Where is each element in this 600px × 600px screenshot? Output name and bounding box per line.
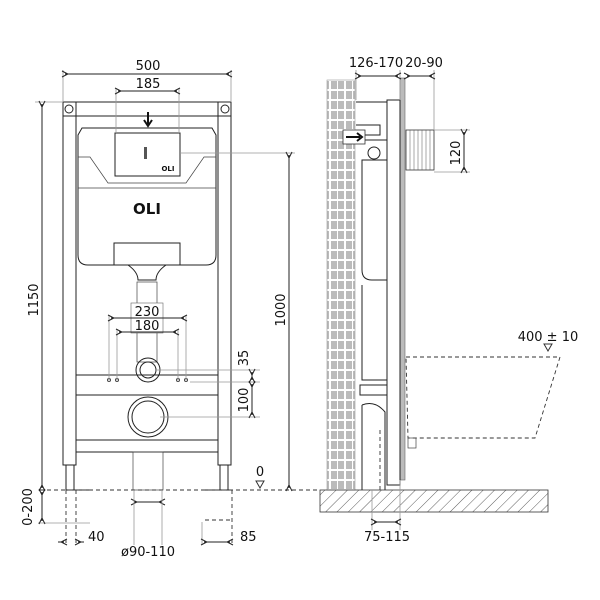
wall <box>326 79 356 491</box>
front-dimensions: 500 185 1150 1000 230 180 35 100 0 0-200… <box>21 59 295 560</box>
right-leg <box>219 464 229 491</box>
inspection-opening <box>405 129 435 171</box>
left-post <box>62 101 77 466</box>
right-post <box>217 101 232 466</box>
cistern <box>77 127 217 266</box>
dim-frame-depth: 126-170 <box>349 56 403 71</box>
svg-text:OLI: OLI <box>161 165 174 173</box>
dim-inlet-offset: 35 <box>237 350 252 367</box>
dim-flush-plate-width: 185 <box>136 77 161 92</box>
dim-foot-depth: 85 <box>240 530 257 545</box>
dim-width: 500 <box>136 59 161 74</box>
dim-inspection-height: 120 <box>449 141 464 166</box>
dim-outlet-depth: 75-115 <box>364 530 410 545</box>
dim-outlet-offset: 100 <box>237 388 252 413</box>
mount-hole-left <box>64 104 74 114</box>
dim-bowl-height: 400 ± 10 <box>518 330 579 345</box>
dim-fixing-inner: 180 <box>135 319 160 334</box>
brand-logo: OLI <box>133 200 161 218</box>
level-marker-icon <box>543 343 553 353</box>
dim-foot-width: 40 <box>88 530 105 545</box>
dim-wall-finish: 20-90 <box>405 56 443 71</box>
mount-hole-right <box>220 104 230 114</box>
dim-total-height: 1150 <box>27 283 42 316</box>
dim-outlet-diameter: ø90-110 <box>121 545 175 560</box>
wall-finish <box>399 77 406 481</box>
left-leg <box>65 464 75 491</box>
dim-flush-height: 1000 <box>274 293 289 326</box>
side-dimensions: 126-170 20-90 120 400 ± 10 75-115 <box>349 56 578 545</box>
dim-fixing-outer: 230 <box>135 305 160 320</box>
frame-side <box>386 99 401 486</box>
front-view: OLI OLI <box>62 101 232 491</box>
wc-bowl-outline <box>405 356 561 439</box>
flush-plate-opening <box>114 132 181 177</box>
level-marker-icon <box>255 480 265 490</box>
side-view <box>319 77 561 513</box>
water-inlet-arrow-icon <box>143 112 153 128</box>
dim-floor-level: 0 <box>256 465 264 480</box>
floor <box>319 489 549 513</box>
dim-leg-adjust: 0-200 <box>21 488 36 526</box>
